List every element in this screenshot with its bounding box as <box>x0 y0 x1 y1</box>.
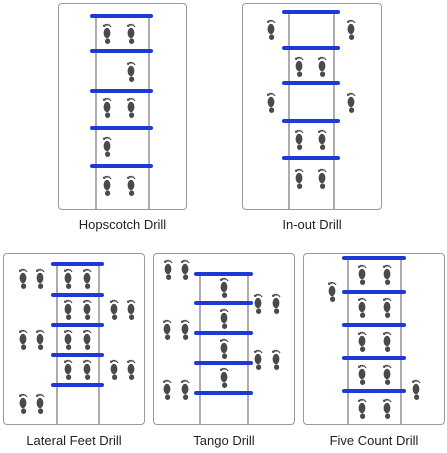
footprint-icon <box>253 349 263 370</box>
footprint-icon <box>327 281 337 302</box>
footprint-icon <box>109 359 119 380</box>
footprint-icon <box>82 329 92 350</box>
footprint-icon <box>346 92 356 113</box>
in-out-drill-panel <box>242 3 382 210</box>
footprint-icon <box>126 97 136 118</box>
footprint-icon <box>102 175 112 196</box>
footprint-icon <box>180 319 190 340</box>
footprint-icon <box>18 268 28 289</box>
footprint-icon <box>219 277 229 298</box>
footprint-icon <box>35 393 45 414</box>
five-count-drill-panel <box>303 253 445 425</box>
in-out-ladder-diagram <box>266 10 356 209</box>
footprint-icon <box>35 268 45 289</box>
footprint-icon <box>126 23 136 44</box>
footprint-icon <box>317 56 327 77</box>
footprint-icon <box>271 349 281 370</box>
footprint-icon <box>102 23 112 44</box>
footprint-icon <box>219 308 229 329</box>
footprint-icon <box>382 264 392 285</box>
footprint-icon <box>317 129 327 150</box>
footprint-icon <box>357 331 367 352</box>
footprint-icon <box>382 297 392 318</box>
footprint-icon <box>162 319 172 340</box>
footprint-icon <box>411 379 421 400</box>
footprint-icon <box>294 129 304 150</box>
tango-ladder-diagram <box>162 259 281 424</box>
footprint-icon <box>35 329 45 350</box>
footprint-icon <box>266 92 276 113</box>
lateral-feet-drill-caption: Lateral Feet Drill <box>26 433 122 448</box>
footprint-icon <box>63 268 73 289</box>
in-out-drill-caption: In-out Drill <box>282 217 342 232</box>
hopscotch-ladder-diagram <box>90 14 153 209</box>
footprint-icon <box>382 331 392 352</box>
footprint-icon <box>126 299 136 320</box>
footprint-icon <box>253 293 263 314</box>
footprint-icon <box>163 259 173 280</box>
footprint-icon <box>382 398 392 419</box>
footprint-icon <box>162 379 172 400</box>
tango-drill-caption: Tango Drill <box>193 433 255 448</box>
tango-drill-panel <box>153 253 295 425</box>
footprint-icon <box>357 398 367 419</box>
hopscotch-drill-caption: Hopscotch Drill <box>78 217 167 232</box>
lateral-feet-ladder-diagram <box>18 262 136 424</box>
footprint-icon <box>102 97 112 118</box>
footprint-icon <box>180 259 190 280</box>
footprint-icon <box>82 268 92 289</box>
footprint-icon <box>82 359 92 380</box>
five-count-drill-caption: Five Count Drill <box>329 433 419 448</box>
footprint-icon <box>180 379 190 400</box>
footprint-icon <box>63 329 73 350</box>
footprint-icon <box>219 338 229 359</box>
footprint-icon <box>357 364 367 385</box>
footprint-icon <box>357 297 367 318</box>
footprint-icon <box>63 299 73 320</box>
footprint-icon <box>126 61 136 82</box>
five-count-ladder-diagram <box>327 256 421 424</box>
footprint-icon <box>18 393 28 414</box>
footprint-icon <box>294 168 304 189</box>
footprint-icon <box>63 359 73 380</box>
footprint-icon <box>102 136 112 157</box>
footprint-icon <box>219 367 229 388</box>
footprint-icon <box>271 293 281 314</box>
footprint-icon <box>126 175 136 196</box>
footprint-icon <box>82 299 92 320</box>
hopscotch-drill-panel <box>58 3 187 210</box>
lateral-feet-drill-panel <box>3 253 145 425</box>
footprint-icon <box>18 329 28 350</box>
footprint-icon <box>126 359 136 380</box>
footprint-icon <box>294 56 304 77</box>
footprint-icon <box>357 264 367 285</box>
footprint-icon <box>382 364 392 385</box>
footprint-icon <box>346 19 356 40</box>
footprint-icon <box>266 19 276 40</box>
footprint-icon <box>109 299 119 320</box>
footprint-icon <box>317 168 327 189</box>
